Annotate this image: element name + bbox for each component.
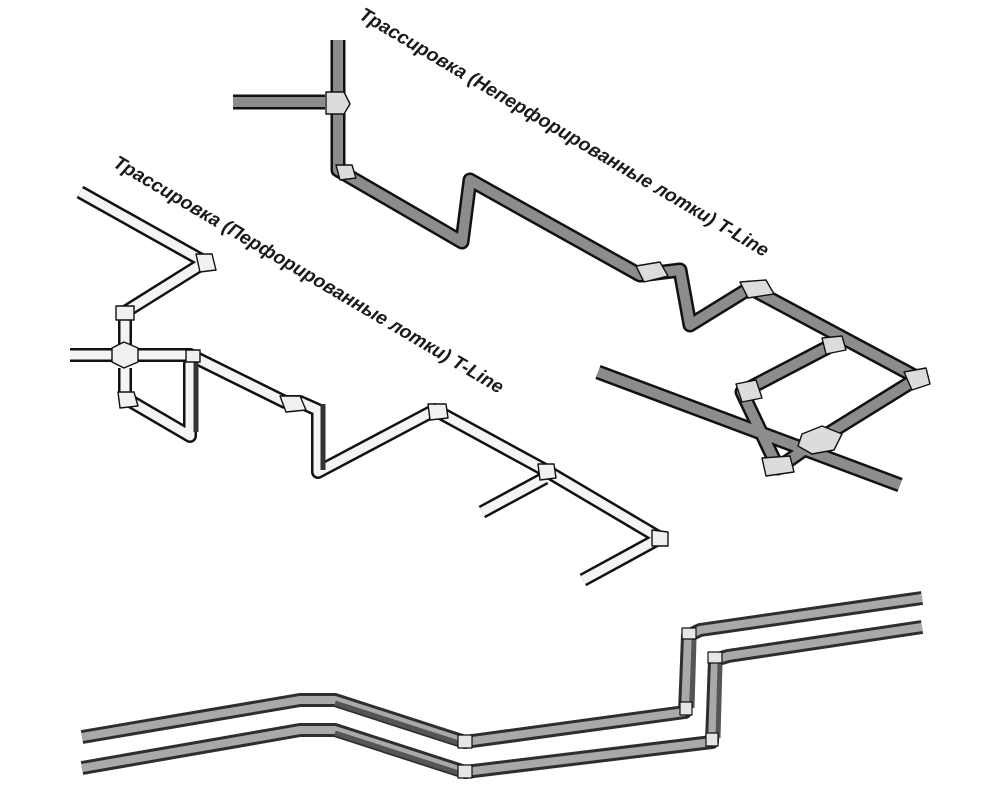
lower-tray-dip-shade (334, 700, 466, 748)
lower-tray-riser-shade (689, 639, 697, 709)
tee-fitting (537, 463, 557, 481)
lower-tray-riser-shade (715, 663, 723, 739)
elbow-fitting (651, 529, 669, 547)
lower-tray-fittings (457, 627, 723, 779)
perforated-tray-route (70, 185, 669, 587)
cross-fitting (111, 341, 139, 369)
elbow-fitting (335, 164, 357, 181)
elbow-fitting (739, 279, 775, 299)
tee-fitting (325, 91, 351, 115)
joint-fitting (705, 732, 719, 747)
joint-fitting (457, 734, 473, 749)
elbow-fitting (195, 253, 217, 273)
lower-parallel-tray-runs (80, 591, 924, 779)
perforated-main-run (76, 185, 667, 587)
joint-fitting (681, 627, 697, 640)
elbow-fitting (279, 395, 307, 413)
joint-fitting (707, 651, 723, 664)
elbow-fitting (115, 305, 135, 321)
joint-fitting (457, 764, 473, 779)
non-perforated-main-run (330, 40, 926, 476)
non-perforated-fittings (325, 91, 931, 477)
joint-fitting (679, 701, 693, 716)
cross-fitting (797, 425, 843, 455)
elbow-fitting (761, 455, 795, 477)
elbow-fitting (117, 391, 139, 409)
elbow-fitting (735, 379, 763, 403)
tee-fitting (821, 335, 847, 355)
elbow-fitting (903, 367, 931, 391)
elbow-fitting (635, 261, 669, 283)
non-perforated-tray-route (233, 40, 931, 493)
tee-fitting (185, 349, 201, 363)
perforated-fittings (111, 253, 669, 547)
lower-tray-dip-shade (334, 730, 466, 778)
elbow-fitting (427, 403, 449, 421)
